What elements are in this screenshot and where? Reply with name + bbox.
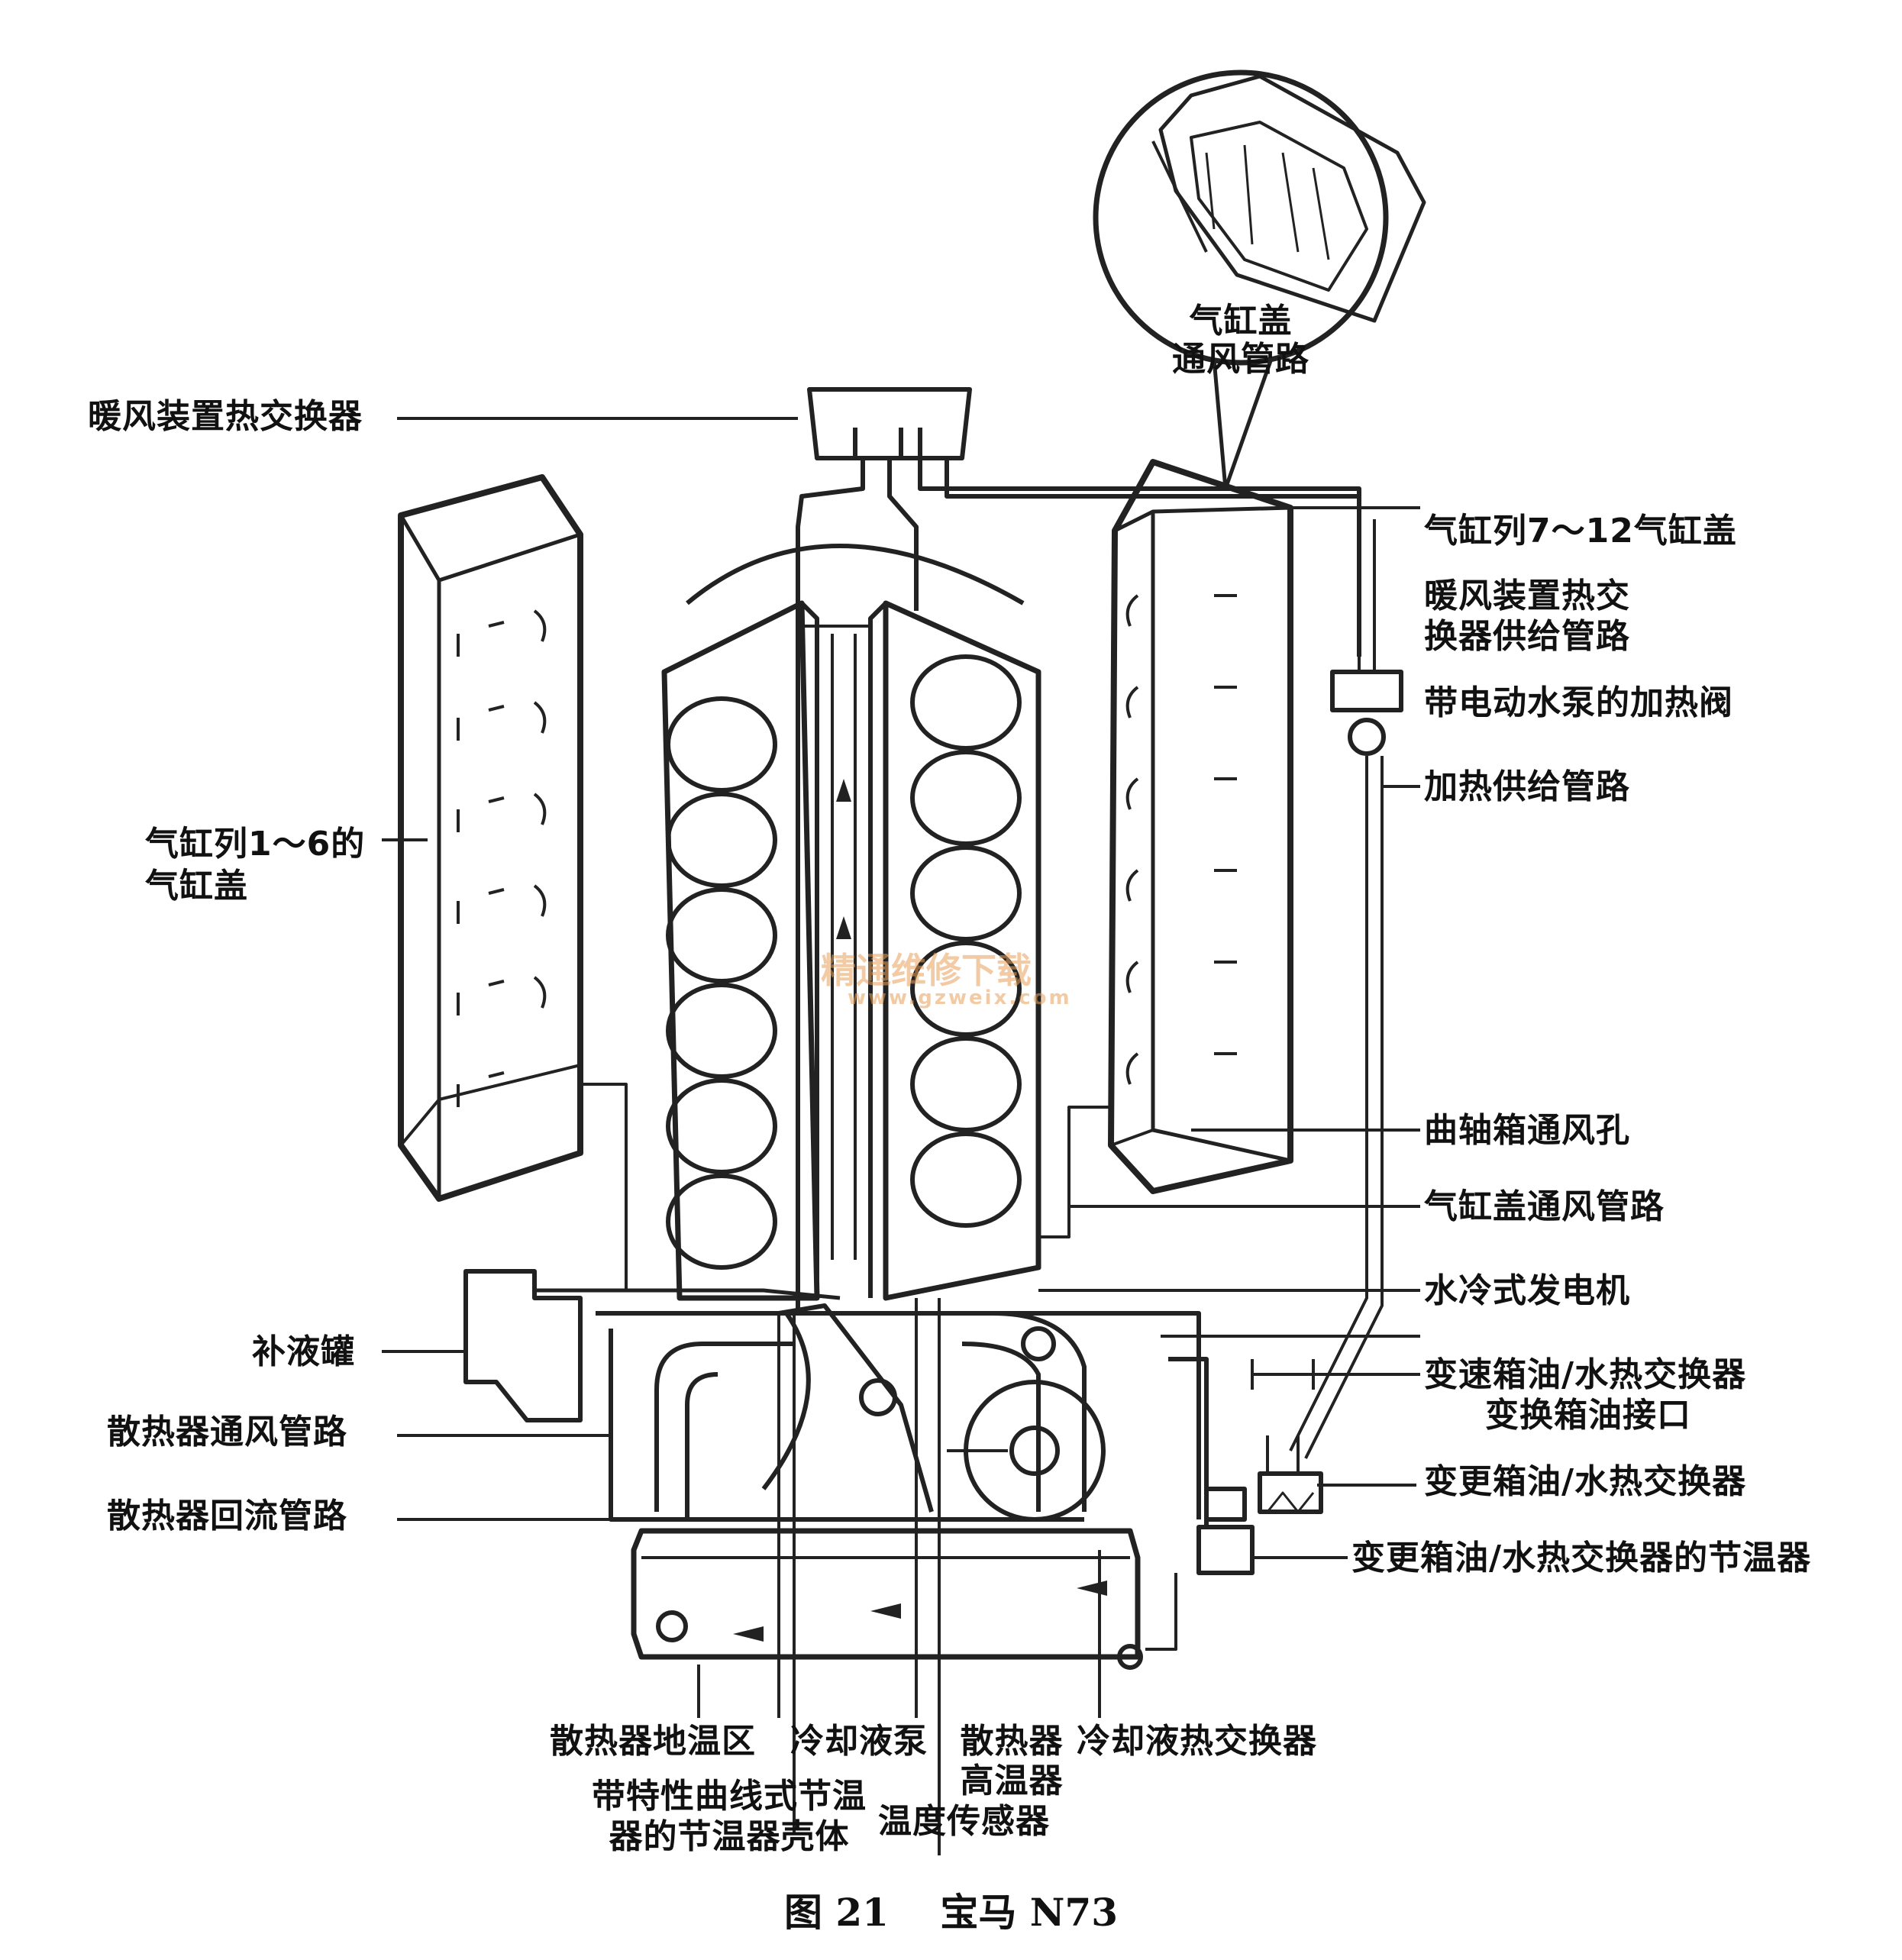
label-trans-oil-port-2: 变换箱油接口 <box>1485 1396 1691 1435</box>
label-radiator-vent-line: 散热器通风管路 <box>107 1413 347 1451</box>
figure-caption: 图 21 宝马 N73 <box>783 1890 1119 1935</box>
cylinders-bank1 <box>666 696 777 1270</box>
alternator-shape <box>947 1289 1420 1522</box>
label-crankcase-vent: 曲轴箱通风孔 <box>1424 1111 1630 1150</box>
watermark-url: www.gzweix.com <box>848 986 1072 1009</box>
label-bank1-head-1: 气缸列1～6的 <box>145 825 366 864</box>
label-thermostat-housing-1: 带特性曲线式节温 <box>592 1777 867 1816</box>
label-expansion-tank: 补液罐 <box>252 1332 355 1371</box>
heater-pipes <box>796 458 1361 1313</box>
label-heating-supply-line: 加热供给管路 <box>1424 767 1630 806</box>
heating-valve-pump <box>1289 519 1403 1459</box>
label-water-cooled-alternator: 水冷式发电机 <box>1424 1271 1630 1310</box>
bank1-cylinder-head <box>382 474 583 1202</box>
radiator-shape <box>631 1528 1177 1670</box>
label-radiator-high-temp-1: 散热器 <box>960 1722 1064 1761</box>
label-radiator-low-temp: 散热器地温区 <box>550 1722 756 1761</box>
label-temp-sensor: 温度传感器 <box>878 1802 1050 1841</box>
engine-block <box>661 544 1041 1301</box>
flow-arrows <box>733 779 1107 1642</box>
label-coolant-heat-exchanger: 冷却液热交换器 <box>1077 1722 1317 1761</box>
label-radiator-high-temp-2: 高温器 <box>960 1761 1064 1800</box>
label-radiator-return-line: 散热器回流管路 <box>107 1497 347 1535</box>
label-heater-exchanger: 暖风装置热交换器 <box>88 397 363 436</box>
label-bank1-head-2: 气缸盖 <box>145 867 248 906</box>
heater-exchanger-box <box>397 387 972 460</box>
coolant-pump-shape <box>761 1303 934 1513</box>
inset-magnifier <box>1093 69 1426 489</box>
watermark-text: 精通维修下载 <box>821 950 1032 991</box>
label-trans-oil-thermostat: 变更箱油/水热交换器的节温器 <box>1351 1539 1812 1577</box>
cylinders-bank2 <box>910 654 1022 1228</box>
label-trans-oil-port-1: 变速箱油/水热交换器 <box>1424 1355 1747 1394</box>
label-head-vent-line: 气缸盖通风管路 <box>1424 1187 1665 1226</box>
label-bank2-head: 气缸列7～12气缸盖 <box>1424 512 1737 551</box>
label-heater-supply-2: 换器供给管路 <box>1424 617 1630 656</box>
bank2-cylinder-head <box>1108 459 1293 1194</box>
bottom-leaders <box>697 1298 1101 1855</box>
label-inset-vent-1: 气缸盖 <box>1189 302 1293 341</box>
expansion-tank-shape <box>382 1269 841 1422</box>
label-heater-supply-1: 暖风装置热交 <box>1424 576 1630 615</box>
trans-oil-exchanger-shape <box>1196 1359 1420 1575</box>
label-thermostat-housing-2: 器的节温器壳体 <box>609 1817 850 1856</box>
lower-pipes <box>397 1311 1209 1527</box>
label-trans-oil-exchanger: 变更箱油/水热交换器 <box>1424 1462 1747 1501</box>
label-heater-valve-pump: 带电动水泵的加热阀 <box>1424 683 1733 722</box>
label-inset-vent-2: 通风管路 <box>1172 340 1309 379</box>
label-coolant-pump: 冷却液泵 <box>790 1722 928 1761</box>
